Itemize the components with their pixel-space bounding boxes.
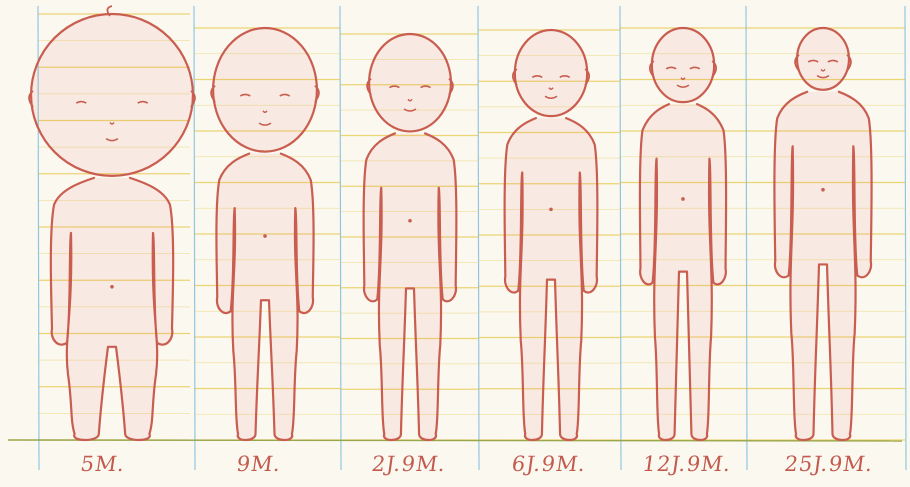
navel	[408, 219, 412, 223]
navel	[549, 208, 553, 212]
navel	[263, 234, 267, 238]
head-outline	[31, 14, 193, 176]
head-outline	[652, 28, 714, 102]
head-outline	[213, 28, 317, 152]
label-age-5m: 5M.	[36, 452, 169, 476]
navel	[681, 197, 685, 201]
label-age-25j9m: 25J.9M.	[762, 452, 895, 476]
label-age-12j9m: 12J.9M.	[620, 452, 753, 476]
navel	[110, 285, 114, 289]
label-age-6j9m: 6J.9M.	[482, 452, 615, 476]
head-outline	[515, 30, 587, 116]
navel	[821, 188, 825, 192]
label-age-9m: 9M.	[192, 452, 325, 476]
label-age-2j9m: 2J.9M.	[342, 452, 475, 476]
head-outline	[797, 28, 849, 90]
head-outline	[369, 34, 451, 131]
